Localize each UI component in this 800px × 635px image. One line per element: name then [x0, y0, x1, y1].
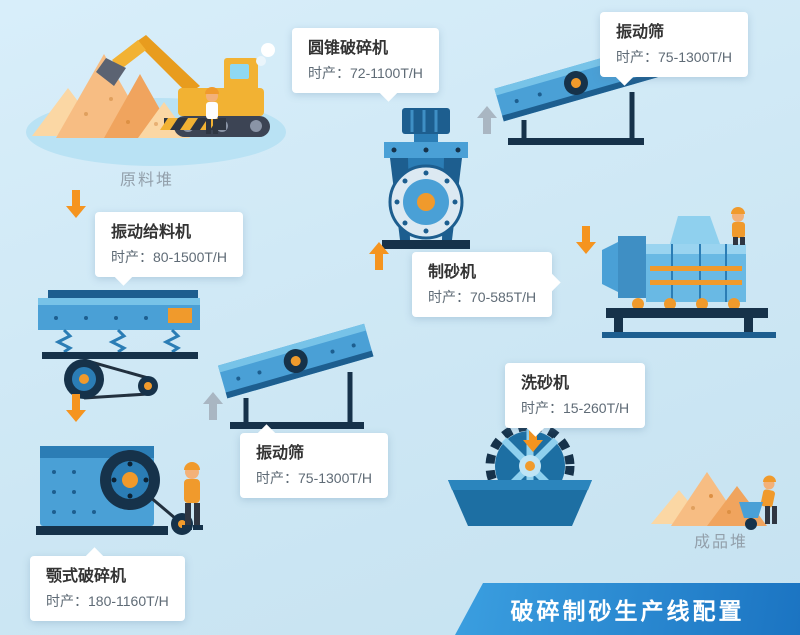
- raw-pile-label: 原料堆: [120, 172, 175, 189]
- vibrating-feeder-icon: [38, 290, 200, 400]
- excavator-icon: [26, 35, 286, 166]
- product-pile-illustration: [645, 436, 795, 545]
- cone-crusher-icon: [382, 108, 470, 249]
- sand-maker-icon: [602, 207, 776, 338]
- sand-washer-icon: [448, 421, 592, 526]
- jaw-crusher-icon: [36, 446, 203, 535]
- equipment-capacity: 时产：70-585T/H: [428, 289, 537, 305]
- equipment-capacity: 时产：180-1160T/H: [46, 593, 169, 609]
- equipment-name: 圆锥破碎机: [308, 40, 389, 57]
- product-pile-label: 成品堆: [694, 534, 749, 551]
- cone-crusher-illustration: [372, 100, 484, 261]
- arrow-up-icon: [369, 242, 389, 275]
- equipment-capacity: 时产：80-1500T/H: [111, 249, 227, 265]
- equipment-name: 制砂机: [428, 264, 477, 281]
- arrow-up-icon: [203, 392, 223, 425]
- equipment-name: 振动筛: [616, 24, 665, 41]
- banner-title: 破碎制砂生产线配置: [510, 598, 745, 624]
- equipment-capacity: 时产：75-1300T/H: [256, 470, 372, 486]
- arrow-down-icon: [576, 226, 596, 259]
- arrow-down-icon: [523, 424, 543, 457]
- card-tail: [379, 83, 398, 102]
- arrow-up-icon: [477, 106, 497, 139]
- title-banner: 破碎制砂生产线配置: [455, 583, 800, 635]
- arrow-down-icon: [66, 190, 86, 223]
- equipment-capacity: 时产：72-1100T/H: [308, 65, 423, 81]
- equipment-name: 振动给料机: [111, 224, 192, 241]
- sand-washer-illustration: [442, 420, 598, 541]
- arrow-down-icon: [66, 394, 86, 427]
- sand-pile-icon: [651, 472, 777, 530]
- equipment-capacity: 时产：15-260T/H: [521, 400, 630, 416]
- jaw-crusher-illustration: [32, 422, 214, 559]
- raw-material-scene-illustration: [16, 4, 288, 179]
- card-cone-crusher: 圆锥破碎机 时产：72-1100T/H: [292, 28, 439, 102]
- card-jaw-crusher: 颚式破碎机 时产：180-1160T/H: [30, 547, 185, 621]
- card-sand-washer: 洗砂机 时产：15-260T/H: [505, 363, 646, 437]
- card-vibrating-feeder: 振动给料机 时产：80-1500T/H: [95, 212, 243, 286]
- equipment-name: 颚式破碎机: [46, 568, 127, 585]
- vibrating-screen-icon: [217, 323, 374, 429]
- card-sand-maker: 制砂机 时产：70-585T/H: [412, 252, 561, 317]
- card-tail: [542, 273, 561, 292]
- vibrating-feeder-illustration: [28, 282, 220, 409]
- equipment-name: 洗砂机: [521, 375, 570, 392]
- equipment-capacity: 时产：75-1300T/H: [616, 49, 732, 65]
- card-vibrating-screen-top: 振动筛 时产：75-1300T/H: [600, 12, 748, 86]
- vibrating-screen-mid-illustration: [212, 300, 380, 441]
- sand-maker-illustration: [592, 204, 784, 347]
- equipment-name: 振动筛: [256, 445, 305, 462]
- card-vibrating-screen-mid: 振动筛 时产：75-1300T/H: [240, 424, 388, 498]
